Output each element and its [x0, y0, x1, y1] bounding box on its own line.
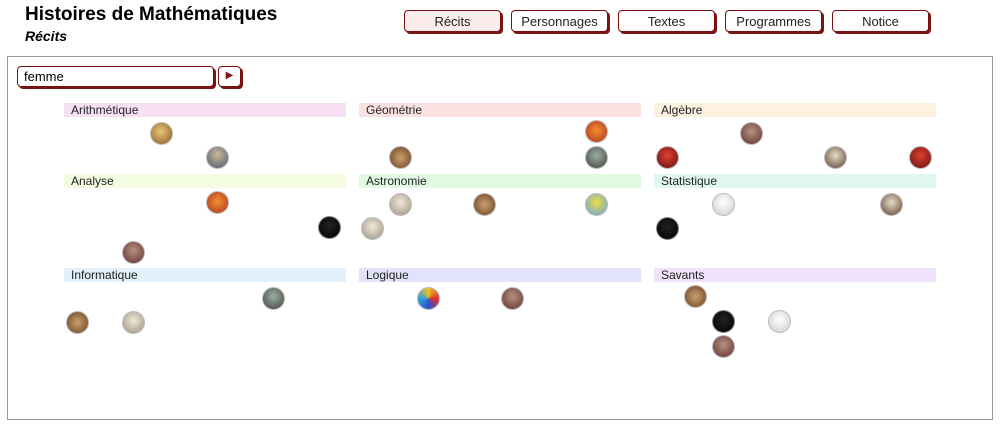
- story-thumbnail[interactable]: [66, 311, 89, 334]
- story-thumbnail[interactable]: [361, 217, 384, 240]
- page-subtitle: Récits: [25, 28, 68, 44]
- story-thumbnail[interactable]: [880, 193, 903, 216]
- nav-personnages-button[interactable]: Personnages: [511, 10, 608, 32]
- category-geometrie[interactable]: Géométrie: [359, 103, 641, 117]
- category-analyse[interactable]: Analyse: [64, 174, 346, 188]
- story-thumbnail[interactable]: [122, 241, 145, 264]
- category-statistique[interactable]: Statistique: [654, 174, 936, 188]
- story-thumbnail[interactable]: [656, 217, 679, 240]
- story-thumbnail[interactable]: [389, 193, 412, 216]
- story-thumbnail[interactable]: [150, 122, 173, 145]
- play-icon: ▶: [225, 70, 234, 81]
- nav-notice-button[interactable]: Notice: [832, 10, 929, 32]
- category-astronomie[interactable]: Astronomie: [359, 174, 641, 188]
- story-thumbnail[interactable]: [122, 311, 145, 334]
- nav-recits-button[interactable]: Récits: [404, 10, 501, 32]
- search-go-button[interactable]: ▶: [218, 66, 241, 87]
- story-thumbnail[interactable]: [389, 146, 412, 169]
- story-thumbnail[interactable]: [656, 146, 679, 169]
- story-thumbnail[interactable]: [712, 310, 735, 333]
- category-arithmetique[interactable]: Arithmétique: [64, 103, 346, 117]
- story-thumbnail[interactable]: [585, 193, 608, 216]
- story-thumbnail[interactable]: [740, 122, 763, 145]
- story-thumbnail[interactable]: [712, 335, 735, 358]
- story-thumbnail[interactable]: [824, 146, 847, 169]
- story-thumbnail[interactable]: [585, 146, 608, 169]
- search-input[interactable]: [17, 66, 214, 87]
- story-thumbnail[interactable]: [473, 193, 496, 216]
- story-thumbnail[interactable]: [684, 285, 707, 308]
- story-thumbnail[interactable]: [768, 310, 791, 333]
- app-title: Histoires de Mathématiques: [25, 4, 278, 25]
- category-algebre[interactable]: Algèbre: [654, 103, 936, 117]
- story-thumbnail[interactable]: [206, 191, 229, 214]
- nav-textes-button[interactable]: Textes: [618, 10, 715, 32]
- story-thumbnail[interactable]: [206, 146, 229, 169]
- category-logique[interactable]: Logique: [359, 268, 641, 282]
- content-panel: [7, 56, 993, 420]
- story-thumbnail[interactable]: [318, 216, 341, 239]
- category-informatique[interactable]: Informatique: [64, 268, 346, 282]
- nav-programmes-button[interactable]: Programmes: [725, 10, 822, 32]
- category-savants[interactable]: Savants: [654, 268, 936, 282]
- story-thumbnail[interactable]: [585, 120, 608, 143]
- story-thumbnail[interactable]: [712, 193, 735, 216]
- story-thumbnail[interactable]: [262, 287, 285, 310]
- story-thumbnail[interactable]: [417, 287, 440, 310]
- story-thumbnail[interactable]: [501, 287, 524, 310]
- story-thumbnail[interactable]: [909, 146, 932, 169]
